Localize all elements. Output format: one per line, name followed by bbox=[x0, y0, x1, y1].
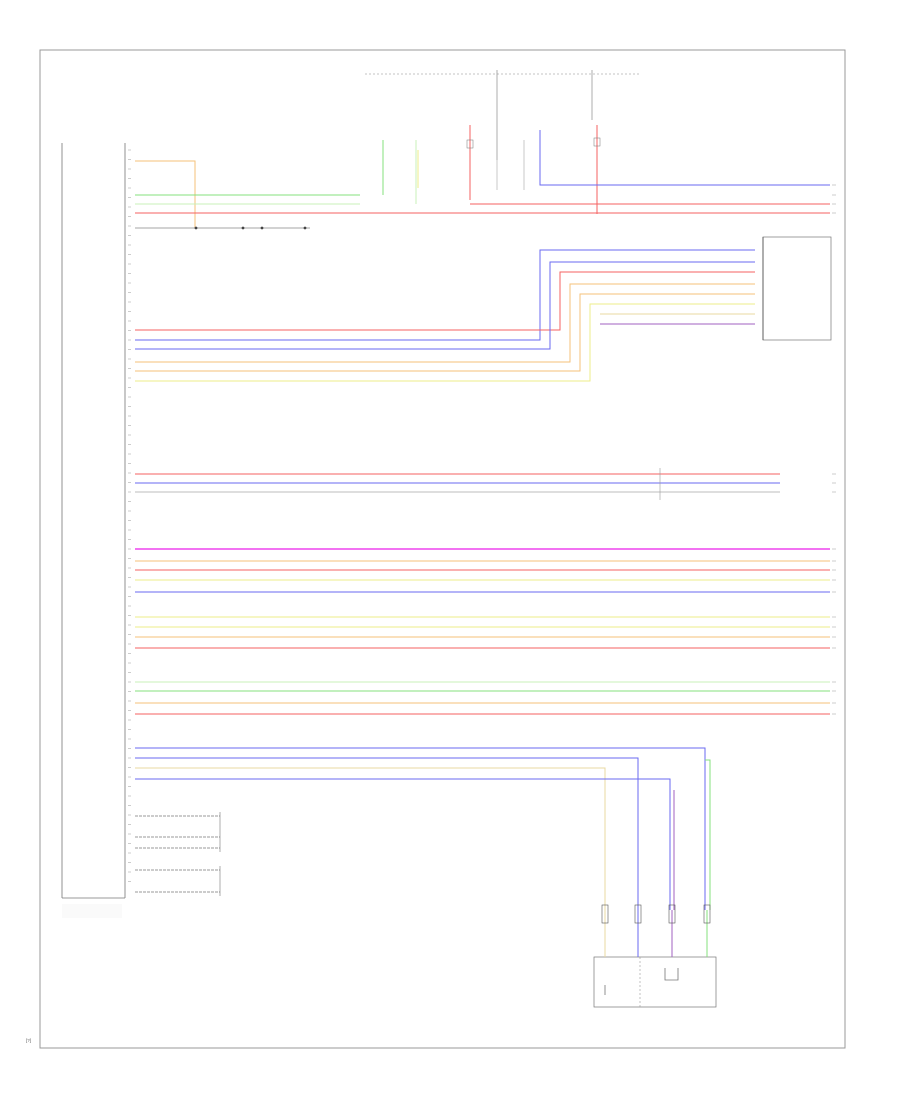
main-control-unit bbox=[61, 143, 126, 918]
module-b bbox=[762, 236, 832, 341]
bus-wires-2 bbox=[135, 616, 830, 649]
top-wires bbox=[135, 130, 830, 230]
pin-marks bbox=[128, 149, 131, 882]
bus-wires-1 bbox=[135, 548, 830, 593]
bottom-module bbox=[593, 956, 717, 1008]
mid-wires bbox=[135, 468, 780, 500]
bus-wires-3 bbox=[135, 681, 830, 715]
diagram-frame bbox=[39, 49, 846, 1049]
shield-wires bbox=[135, 812, 221, 896]
fuse-block-left bbox=[466, 70, 498, 200]
fuse-block-right bbox=[591, 70, 601, 214]
right-connector-ticks bbox=[832, 184, 836, 715]
footer-code: [?] bbox=[26, 1038, 32, 1043]
bottom-wires bbox=[135, 747, 711, 957]
module-b-wires bbox=[135, 249, 755, 382]
main-unit-label-box bbox=[62, 904, 122, 918]
